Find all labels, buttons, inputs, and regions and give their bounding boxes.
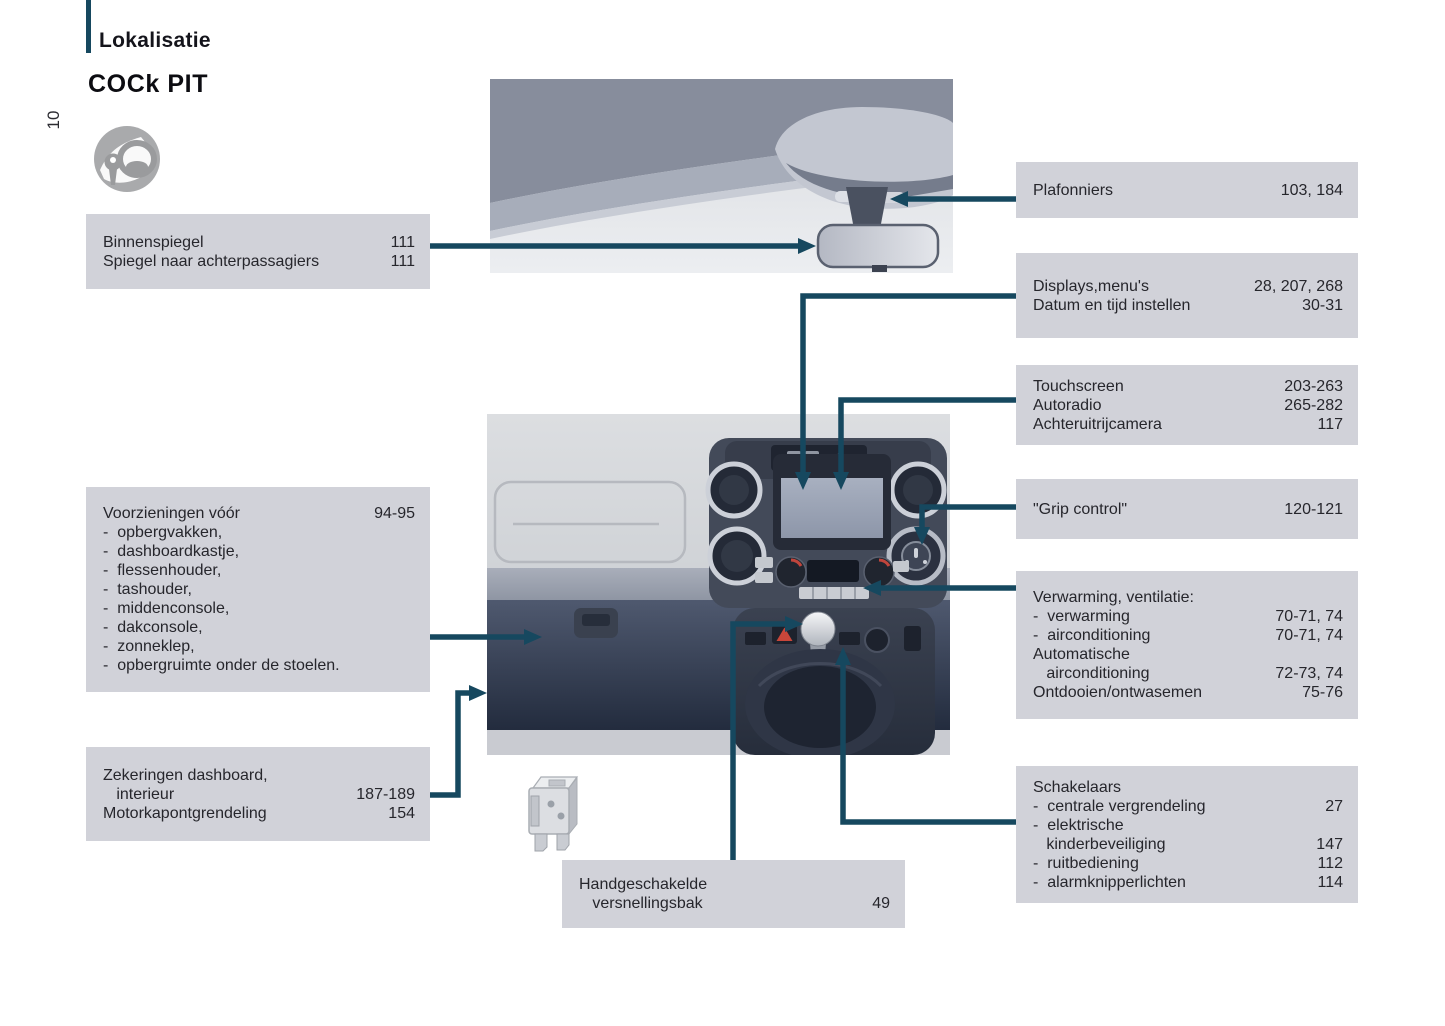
- label-row: Zekeringen dashboard,: [103, 766, 268, 784]
- label-row: - dashboardkastje,: [103, 543, 240, 560]
- arrow-zekeringen: [430, 685, 487, 798]
- steering-wheel-key-icon: [94, 126, 160, 192]
- label-row: Verwarming, ventilatie:: [1033, 589, 1194, 606]
- headliner-photo: [490, 79, 953, 273]
- label-box-grip-control: "Grip control"120-121: [1016, 479, 1358, 539]
- fuse-illustration: [528, 776, 579, 852]
- page-number: 10: [44, 110, 63, 130]
- rearview-mirror: [816, 223, 940, 272]
- hazard-button: [772, 625, 797, 644]
- label-row: - middenconsole,: [103, 600, 230, 617]
- label-row: - dakconsole,: [103, 619, 203, 636]
- heater-controls: [755, 556, 909, 599]
- glovebox: [493, 480, 687, 638]
- label-row: - tashouder,: [103, 581, 192, 598]
- air-vents: [705, 461, 947, 586]
- section-header: Lokalisatie: [99, 29, 211, 52]
- dashboard-photo: [487, 414, 950, 755]
- label-row: - zonneklep,: [103, 638, 195, 655]
- header-accent-bar: [86, 0, 91, 53]
- label-row: Schakelaars: [1033, 778, 1122, 796]
- touchscreen-display: [773, 454, 891, 550]
- mirror-stalk: [846, 187, 888, 229]
- label-row: - opbergvakken,: [103, 524, 223, 541]
- label-row: - flessenhouder,: [103, 562, 222, 579]
- grip-control-dial: [886, 526, 946, 586]
- gear-console: [733, 608, 935, 755]
- label-row: - opbergruimte onder de stoelen.: [103, 657, 340, 674]
- label-row: Automatische: [1033, 646, 1130, 663]
- label-row: - elektrische: [1033, 816, 1124, 834]
- label-row: "Grip control"120-121: [1033, 500, 1343, 518]
- center-console: [705, 438, 947, 608]
- page-title: COCk PIT: [88, 70, 209, 98]
- label-row: Handgeschakelde: [579, 876, 708, 893]
